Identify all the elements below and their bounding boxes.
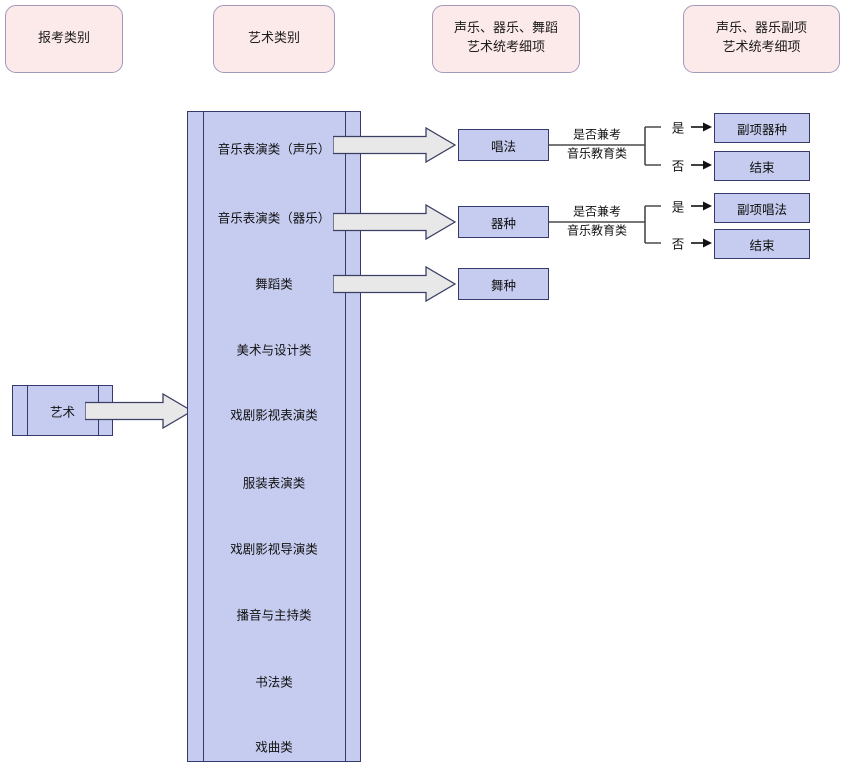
header-label: 报考类别: [37, 30, 90, 46]
header-label: 声乐、器乐副项艺术统考细项: [715, 21, 807, 55]
art-category-item-6[interactable]: 戏剧影视导演类: [230, 541, 318, 557]
art-category-item-2[interactable]: 舞蹈类: [255, 276, 293, 292]
header-box-h4: 声乐、器乐副项艺术统考细项: [683, 5, 840, 73]
result-node-label: 结束: [749, 237, 775, 253]
detail-node-n1[interactable]: 唱法: [458, 129, 549, 161]
header-label: 声乐、器乐、舞蹈艺术统考细项: [453, 21, 558, 55]
art-category-item-0[interactable]: 音乐表演类（声乐）: [217, 141, 331, 157]
branch-label-b2: 否: [671, 158, 685, 174]
block-arrow-root-to-column: [85, 393, 193, 429]
result-node-r4[interactable]: 结束: [714, 229, 810, 259]
art-column-divider-0: [203, 112, 204, 761]
detail-node-label: 舞种: [490, 277, 516, 293]
art-category-item-4[interactable]: 戏剧影视表演类: [230, 407, 318, 423]
condition-label-c2: 是否兼考音乐教育类: [566, 204, 628, 237]
branch-label-b3: 是: [671, 199, 685, 215]
detail-node-label: 唱法: [490, 138, 516, 154]
art-category-column[interactable]: [187, 111, 361, 762]
branch-label-b1: 是: [671, 120, 685, 136]
detail-node-n3[interactable]: 舞种: [458, 268, 549, 300]
result-node-r3[interactable]: 副项唱法: [714, 193, 810, 223]
result-node-r2[interactable]: 结束: [714, 151, 810, 181]
block-arrow-vocal-to-changfa: [333, 127, 456, 163]
header-label: 艺术类别: [247, 30, 300, 46]
block-arrow-instrument-to-qizhong: [333, 204, 456, 240]
header-box-h3: 声乐、器乐、舞蹈艺术统考细项: [432, 5, 580, 73]
branch-connector-qizhong: [549, 201, 712, 248]
branch-connector-changfa: [549, 122, 712, 170]
root-node-divider-0: [27, 386, 28, 435]
result-node-label: 结束: [749, 159, 775, 175]
detail-node-label: 器种: [490, 215, 516, 231]
header-box-h2: 艺术类别: [213, 5, 335, 73]
result-node-label: 副项唱法: [736, 201, 787, 217]
art-category-item-1[interactable]: 音乐表演类（器乐）: [217, 210, 331, 226]
result-node-r1[interactable]: 副项器种: [714, 113, 810, 143]
art-category-item-3[interactable]: 美术与设计类: [236, 342, 312, 358]
detail-node-n2[interactable]: 器种: [458, 206, 549, 238]
art-category-item-7[interactable]: 播音与主持类: [236, 607, 312, 623]
branch-label-b4: 否: [671, 236, 685, 252]
block-arrow-dance-to-wuzhong: [333, 266, 456, 302]
art-category-item-9[interactable]: 戏曲类: [255, 739, 293, 755]
art-category-item-5[interactable]: 服装表演类: [242, 475, 306, 491]
result-node-label: 副项器种: [736, 121, 787, 137]
art-column-divider-1: [345, 112, 346, 761]
condition-label-c1: 是否兼考音乐教育类: [566, 127, 628, 160]
root-node-label: 艺术: [49, 404, 76, 419]
art-category-item-8[interactable]: 书法类: [255, 674, 293, 690]
header-box-h1: 报考类别: [5, 5, 123, 73]
